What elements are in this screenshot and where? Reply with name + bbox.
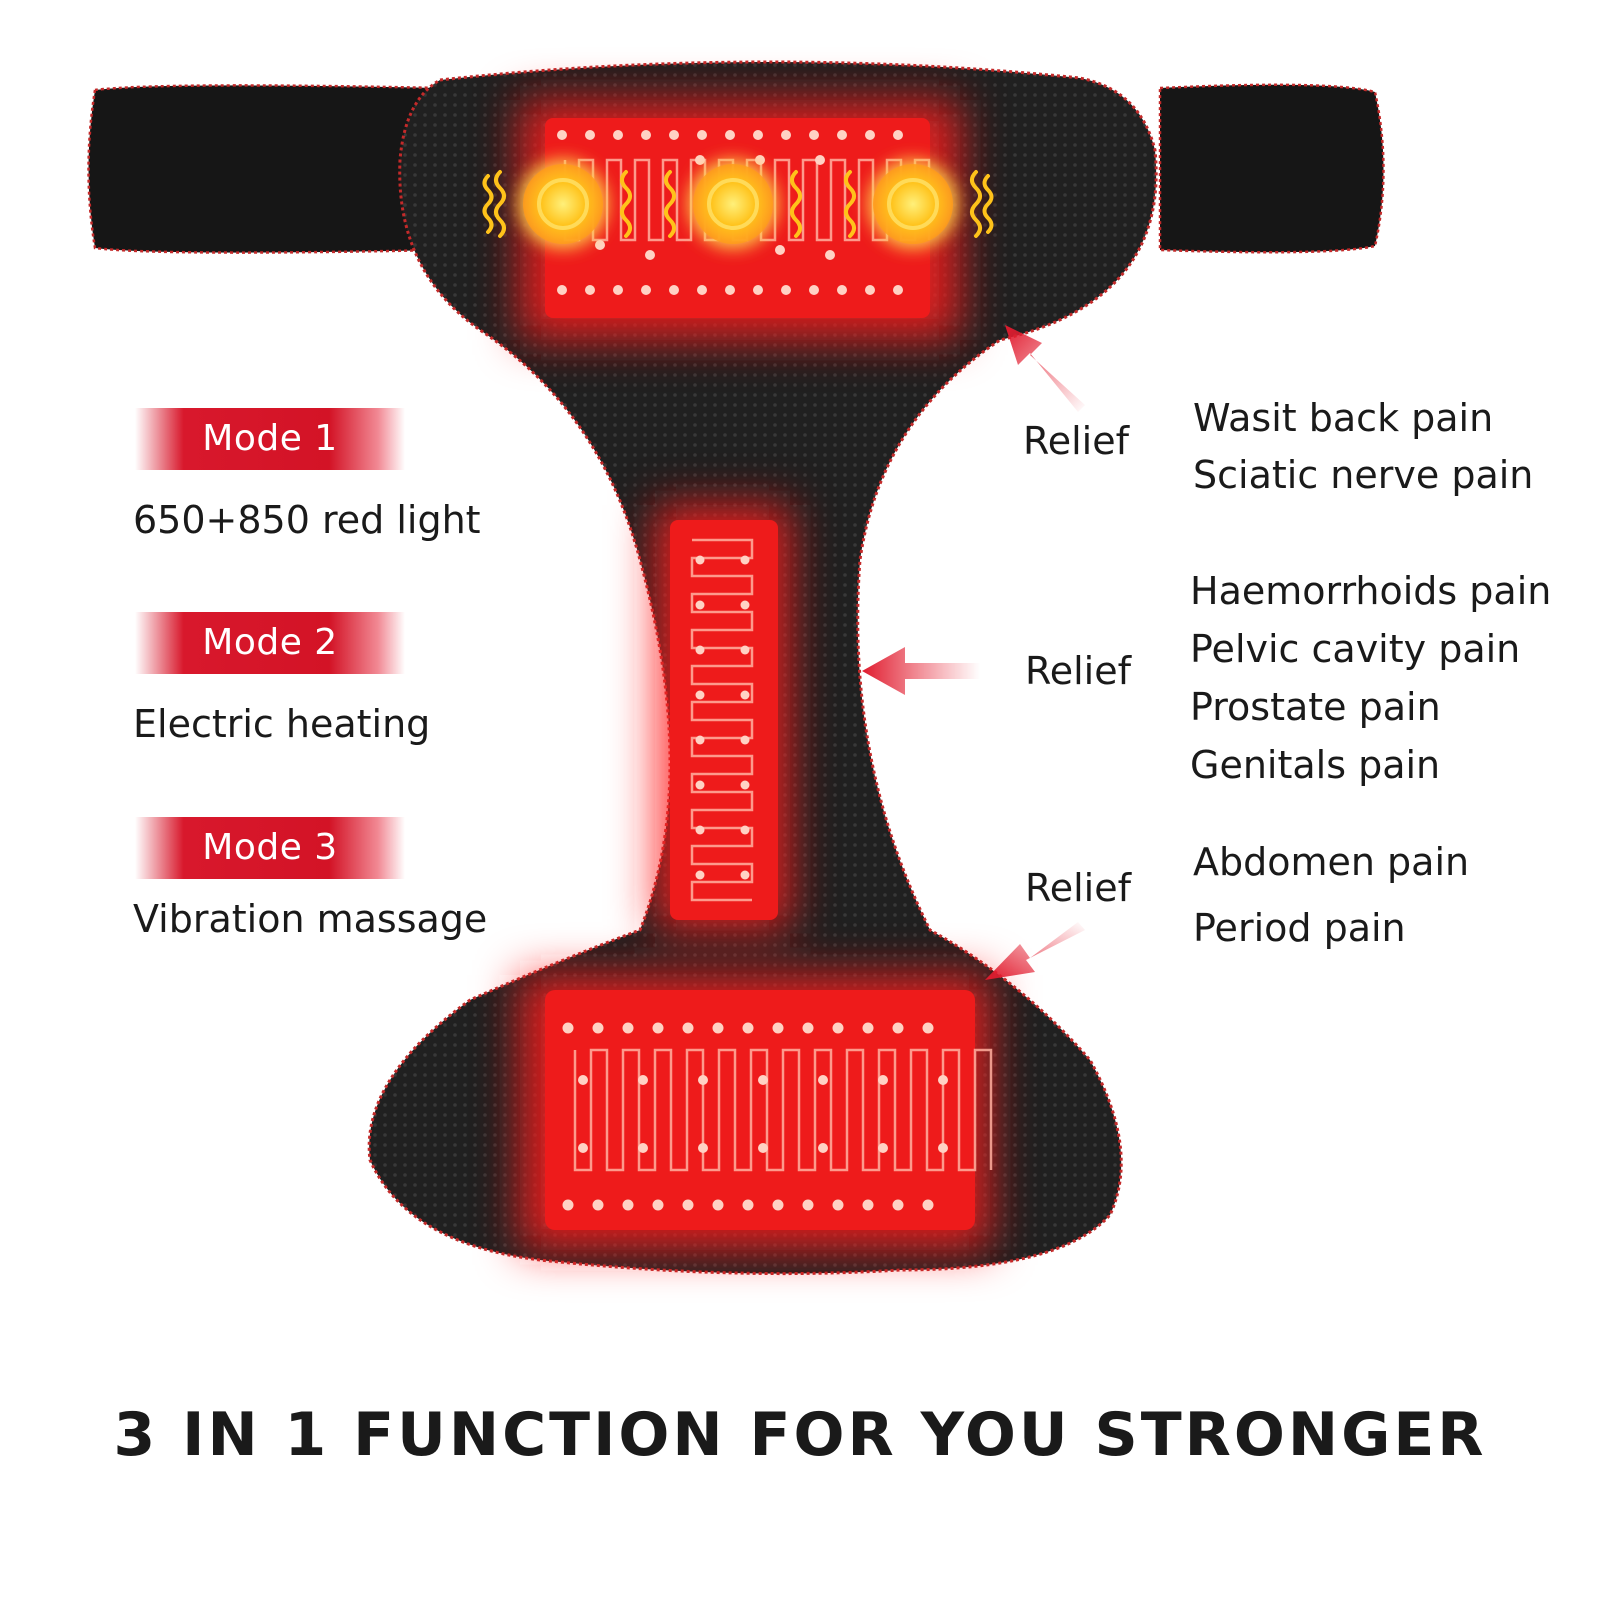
mode-2-description: Electric heating bbox=[133, 702, 431, 746]
arrow-left-icon bbox=[862, 647, 980, 695]
mode-3-description: Vibration massage bbox=[133, 897, 488, 941]
arrow-down-left-icon bbox=[985, 922, 1085, 980]
tagline: 3 IN 1 FUNCTION FOR YOU STRONGER bbox=[113, 1400, 1487, 1470]
pain-item: Wasit back pain bbox=[1193, 396, 1494, 440]
bottom-light-pad bbox=[545, 990, 993, 1230]
mode-3-badge: Mode 3 bbox=[135, 817, 405, 879]
vibration-points bbox=[482, 159, 994, 249]
relief-label-bottom: Relief bbox=[1025, 866, 1131, 910]
relief-list-middle: Haemorrhoids pain Pelvic cavity pain Pro… bbox=[1190, 562, 1551, 794]
pain-item: Period pain bbox=[1193, 906, 1406, 950]
relief-list-top: Wasit back pain Sciatic nerve pain bbox=[1193, 390, 1533, 504]
relief-label-middle: Relief bbox=[1025, 649, 1131, 693]
mode-2-badge: Mode 2 bbox=[135, 612, 405, 674]
middle-light-pad bbox=[670, 520, 778, 920]
mode-1-description: 650+850 red light bbox=[133, 498, 481, 542]
pain-item: Haemorrhoids pain bbox=[1190, 569, 1552, 613]
mode-1-badge: Mode 1 bbox=[135, 408, 405, 470]
pain-item: Prostate pain bbox=[1190, 685, 1441, 729]
pain-item: Sciatic nerve pain bbox=[1193, 453, 1534, 497]
waist-strap bbox=[87, 83, 1385, 254]
pain-item: Pelvic cavity pain bbox=[1190, 627, 1521, 671]
arrow-up-left-icon bbox=[1005, 325, 1085, 412]
pain-item: Genitals pain bbox=[1190, 743, 1441, 787]
relief-list-bottom: Abdomen pain Period pain bbox=[1193, 829, 1469, 961]
pain-item: Abdomen pain bbox=[1193, 840, 1470, 884]
relief-label-top: Relief bbox=[1023, 419, 1129, 463]
